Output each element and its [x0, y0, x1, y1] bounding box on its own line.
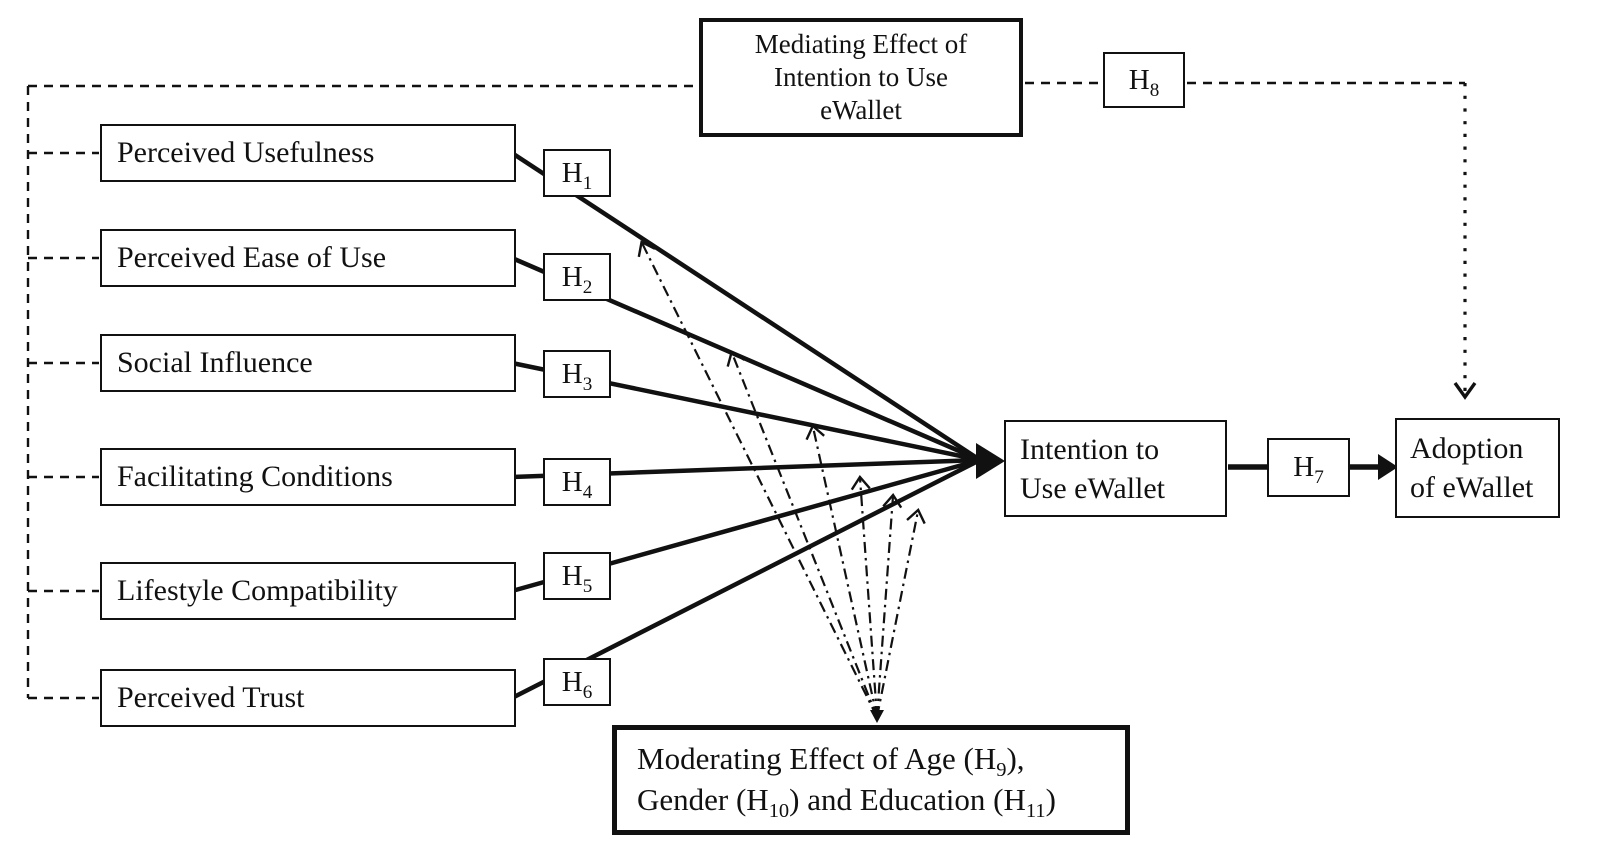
h3-label: H3 — [561, 357, 593, 395]
construct-box-perceived-trust: Perceived Trust — [100, 669, 516, 727]
arrowhead-into-moderator-box — [870, 710, 884, 723]
hypothesis-box-h7: H7 — [1267, 438, 1350, 497]
construct-label: Perceived Trust — [117, 681, 305, 714]
moderator-arrow-h6 — [875, 508, 926, 718]
hypothesis-box-h1: H1 — [543, 149, 611, 197]
mediator-line1: Mediating Effect of — [754, 29, 968, 60]
construct-box-perceived-ease-of-use: Perceived Ease of Use — [100, 229, 516, 287]
construct-box-perceived-usefulness: Perceived Usefulness — [100, 124, 516, 182]
hypothesis-box-h2: H2 — [543, 253, 611, 301]
intention-line1: Intention to — [1020, 432, 1160, 466]
h8-label: H8 — [1128, 63, 1160, 101]
construct-label: Facilitating Conditions — [117, 460, 393, 493]
hypothesis-box-h5: H5 — [543, 552, 611, 600]
path-perceived-usefulness-to-intention — [510, 151, 982, 462]
h4-label: H4 — [561, 465, 593, 503]
moderator-line1: Moderating Effect of Age (H9), — [637, 741, 1025, 782]
h2-label: H2 — [561, 260, 593, 298]
hypothesis-box-h6: H6 — [543, 658, 611, 706]
hypothesis-box-h8: H8 — [1103, 52, 1185, 108]
mediator-line3: eWallet — [820, 94, 902, 125]
moderator-arrow-h4 — [850, 475, 879, 718]
hypothesis-box-h4: H4 — [543, 458, 611, 506]
construct-label: Perceived Ease of Use — [117, 241, 387, 274]
adoption-line1: Adoption — [1410, 432, 1524, 465]
intention-line2: Use eWallet — [1020, 471, 1166, 505]
construct-label: Lifestyle Compatibility — [117, 574, 398, 607]
moderator-arrow-h3 — [805, 424, 879, 718]
hypothesis-box-h3: H3 — [543, 350, 611, 398]
h5-label: H5 — [561, 559, 593, 597]
moderator-arrow-h5 — [875, 493, 903, 718]
arrowhead-into-intention — [976, 443, 1005, 479]
h6-label: H6 — [561, 665, 593, 703]
moderator-arrow-h2 — [726, 350, 879, 718]
moderator-line2: Gender (H10) and Education (H11) — [637, 782, 1056, 823]
mediating-effect-box: Mediating Effect of Intention to Use eWa… — [699, 18, 1023, 137]
adoption-box: Adoption of eWallet — [1395, 418, 1560, 518]
h7-label: H7 — [1293, 451, 1324, 488]
construct-label: Social Influence — [117, 346, 313, 379]
construct-box-social-influence: Social Influence — [100, 334, 516, 392]
mediator-line2: Intention to Use — [774, 62, 948, 93]
adoption-line2: of eWallet — [1410, 471, 1534, 504]
intention-to-use-box: Intention to Use eWallet — [1004, 420, 1227, 517]
h1-label: H1 — [561, 156, 593, 194]
construct-box-facilitating-conditions: Facilitating Conditions — [100, 448, 516, 506]
construct-box-lifestyle-compatibility: Lifestyle Compatibility — [100, 562, 516, 620]
moderator-arrow-h1 — [637, 240, 878, 718]
construct-label: Perceived Usefulness — [117, 136, 375, 169]
moderating-effect-box: Moderating Effect of Age (H9), Gender (H… — [612, 725, 1130, 835]
